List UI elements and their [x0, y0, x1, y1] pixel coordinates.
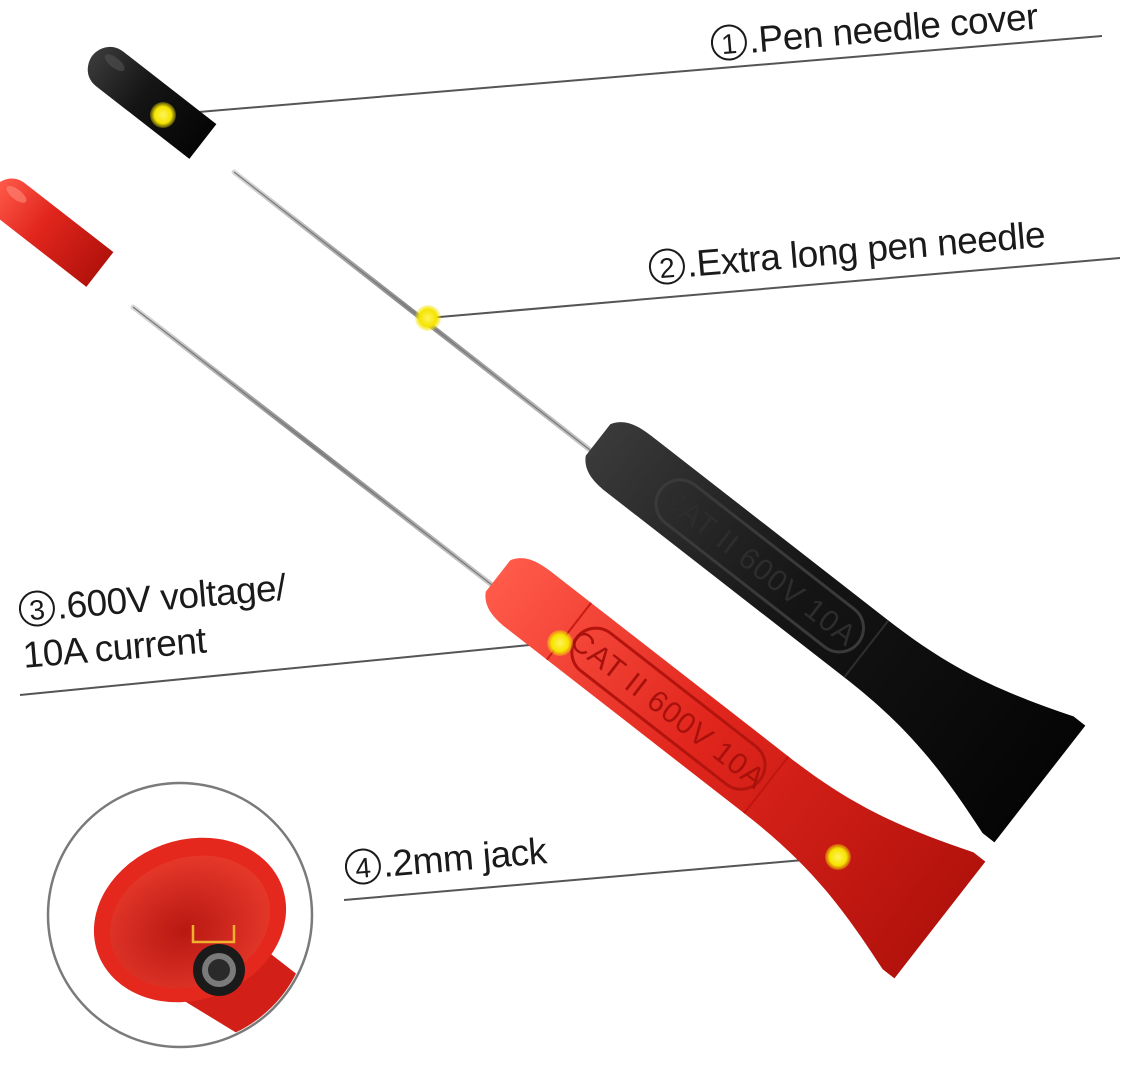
- callout-1-label: .Pen needle cover: [747, 0, 1039, 61]
- callout-4-leader: [343, 856, 839, 901]
- marker-1: [150, 102, 176, 128]
- callout-2-number: 2: [658, 252, 676, 284]
- callout-3-number-circle: [18, 590, 55, 627]
- callout-4: 4 .2mm jack: [344, 830, 549, 885]
- callout-4-number-circle: [344, 848, 381, 885]
- callout-4-label: .2mm jack: [381, 830, 549, 885]
- red-probe-body: [485, 558, 986, 979]
- callout-1-leader: [162, 35, 1103, 116]
- callout-2-number-circle: [648, 248, 685, 285]
- callout-3-label: .600V voltage/: [55, 567, 288, 627]
- callout-1-number: 1: [720, 28, 738, 60]
- black-probe: CAT II 600V 10A: [87, 46, 1086, 843]
- callout-3-number: 3: [28, 594, 46, 626]
- callout-2: 2 .Extra long pen needle: [648, 214, 1047, 285]
- marker-2: [415, 305, 441, 331]
- marker-4: [825, 844, 851, 870]
- callout-3-leader: [19, 641, 561, 696]
- red-needle-cover: [0, 178, 114, 287]
- black-needle-cover: [87, 46, 217, 159]
- callout-1-number-circle: [710, 24, 747, 61]
- callout-3: 3 .600V voltage/ 10A current: [18, 567, 289, 676]
- callout-2-leader: [427, 257, 1121, 319]
- black-probe-marking: CAT II 600V 10A: [655, 481, 863, 653]
- black-probe-body: [585, 422, 1086, 843]
- jack-size-bracket: [191, 925, 236, 944]
- jack-inset: [46, 781, 314, 1049]
- callout-2-label: .Extra long pen needle: [685, 214, 1046, 285]
- callout-4-number: 4: [354, 852, 372, 884]
- callout-3-label-line2: 10A current: [21, 619, 209, 675]
- marker-3: [547, 630, 573, 656]
- red-probe-marking: CAT II 600V 10A: [564, 624, 772, 796]
